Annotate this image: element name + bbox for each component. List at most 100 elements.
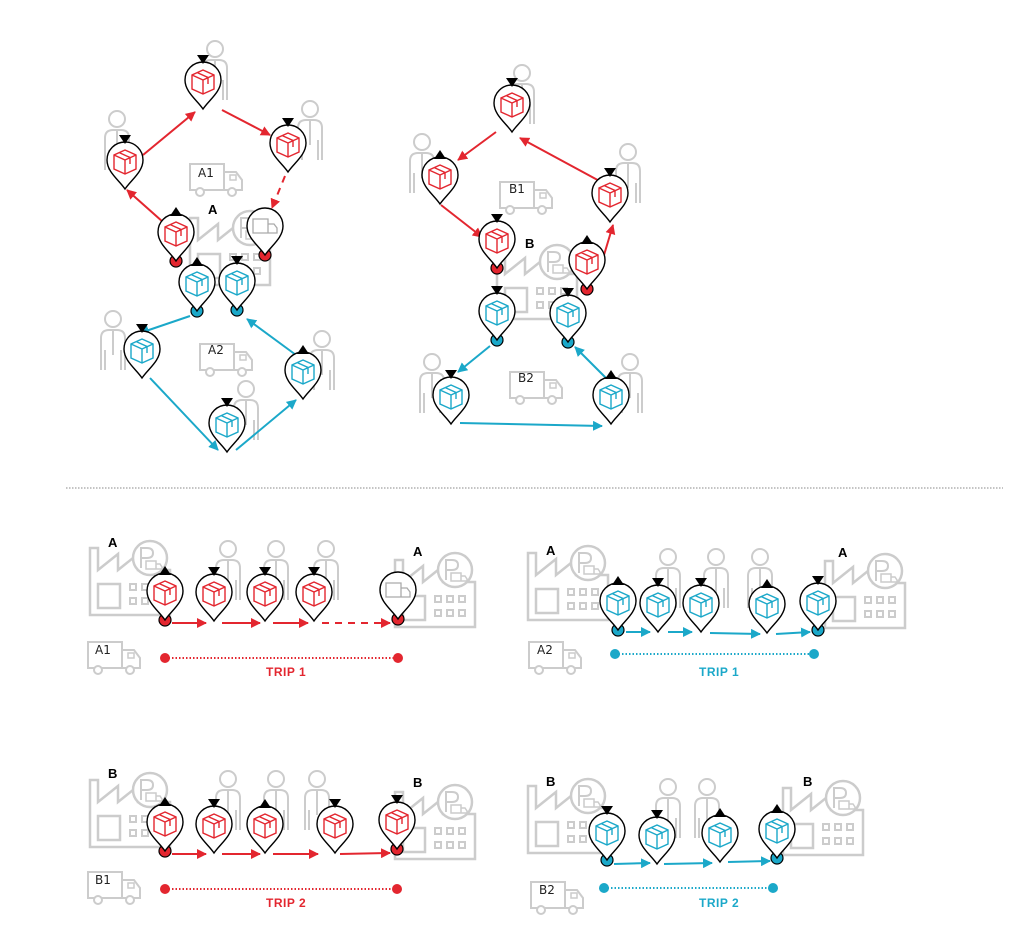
delivery-pin [246,799,284,855]
truck-wheel [237,367,247,377]
factory-window [446,827,454,835]
dropoff-arrow-icon [601,806,613,815]
truck-wheel [125,895,135,905]
factory-window [548,287,556,295]
pickup-arrow-icon [605,370,617,379]
factory-door [534,820,560,848]
truck-icon [509,371,563,405]
factory-window [458,609,466,617]
person-head [619,143,637,161]
factory-window [434,595,442,603]
delivery-pin [599,576,637,637]
dropoff-arrow-icon [259,567,271,576]
factory-window [876,610,884,618]
dropoff-arrow-icon [391,795,403,804]
depot-factory-icon [823,552,907,630]
pickup-arrow-icon [434,150,446,159]
parking-letter [875,560,890,581]
trip-b2-end-depot: B [803,774,812,789]
route-arrow [126,189,164,223]
truck-icon [189,163,243,197]
package-icon [439,384,463,410]
route-arrow [339,848,391,859]
delivery-pin [701,808,739,864]
pickup-arrow-icon [170,207,182,216]
parking-letter [140,779,155,800]
factory-door [96,814,122,842]
parking-truck [583,565,601,575]
factory-window [434,609,442,617]
factory-window [141,829,149,837]
trip-a2-truck-label: A2 [537,643,553,657]
dropoff-arrow-icon [562,288,574,297]
route-arrow [603,224,616,256]
route-arrow [149,377,219,451]
dropoff-arrow-icon [329,799,341,808]
delivery-pin [284,345,322,401]
route-arrow [440,204,483,238]
trip-a1-start-depot: A [108,535,118,550]
dropoff-arrow-icon [282,118,294,127]
person-head [104,310,122,328]
person-head [317,540,335,558]
truck-body [499,181,553,209]
parking-truck [450,804,468,814]
truck-icon [87,641,141,675]
package-icon [646,592,670,618]
parking-letter [833,787,848,808]
truck-wheel [93,895,103,905]
factory-window [446,841,454,849]
truck-wheel [566,665,576,675]
delivery-pin [269,118,307,174]
trip-a2-start-depot: A [546,543,556,558]
delivery-pin [591,168,629,224]
depot-factory-icon [393,551,477,629]
factory-window [434,827,442,835]
package-icon [215,412,239,438]
trip-b2-start-depot: B [546,774,555,789]
person-head [621,353,639,371]
factory-window [579,835,587,843]
truck-wheel [537,205,547,215]
package-icon [253,813,277,839]
route-arrow [574,346,607,379]
delivery-pin [568,235,606,296]
delivery-pin [246,567,284,623]
parking-truck [552,264,570,274]
dropoff-arrow-icon [506,78,518,87]
truck-icon [252,218,278,234]
delivery-pin [123,324,161,380]
pickup-arrow-icon [761,579,773,588]
person-body [100,329,126,370]
trip-a2-label: TRIP 1 [699,665,739,679]
package-icon [598,182,622,208]
factory-window [567,588,575,596]
delivery-pin [478,214,516,275]
package-icon [500,92,524,118]
factory-window [434,841,442,849]
package-icon [323,813,347,839]
pin-marker [379,571,417,621]
dropoff-arrow-icon [221,398,233,407]
pickup-arrow-icon [714,808,726,817]
delivery-pin [295,567,333,623]
trip-end-dot [393,653,403,663]
delivery-pin [157,207,195,268]
trip-a1-label: TRIP 1 [266,665,306,679]
factory-window [888,610,896,618]
package-icon [291,359,315,385]
factory-window [536,301,544,309]
factory-window [567,821,575,829]
trip-end-dot [392,884,402,894]
dropoff-arrow-icon [491,214,503,223]
route-arrow [221,109,271,136]
truck-icon [385,582,411,598]
package-icon [385,809,409,835]
person-head [413,133,431,151]
package-icon [164,221,188,247]
route-arrow [142,111,196,156]
delivery-pin [146,566,184,627]
factory-window [846,837,854,845]
truck-window [568,652,576,659]
factory-window [846,823,854,831]
